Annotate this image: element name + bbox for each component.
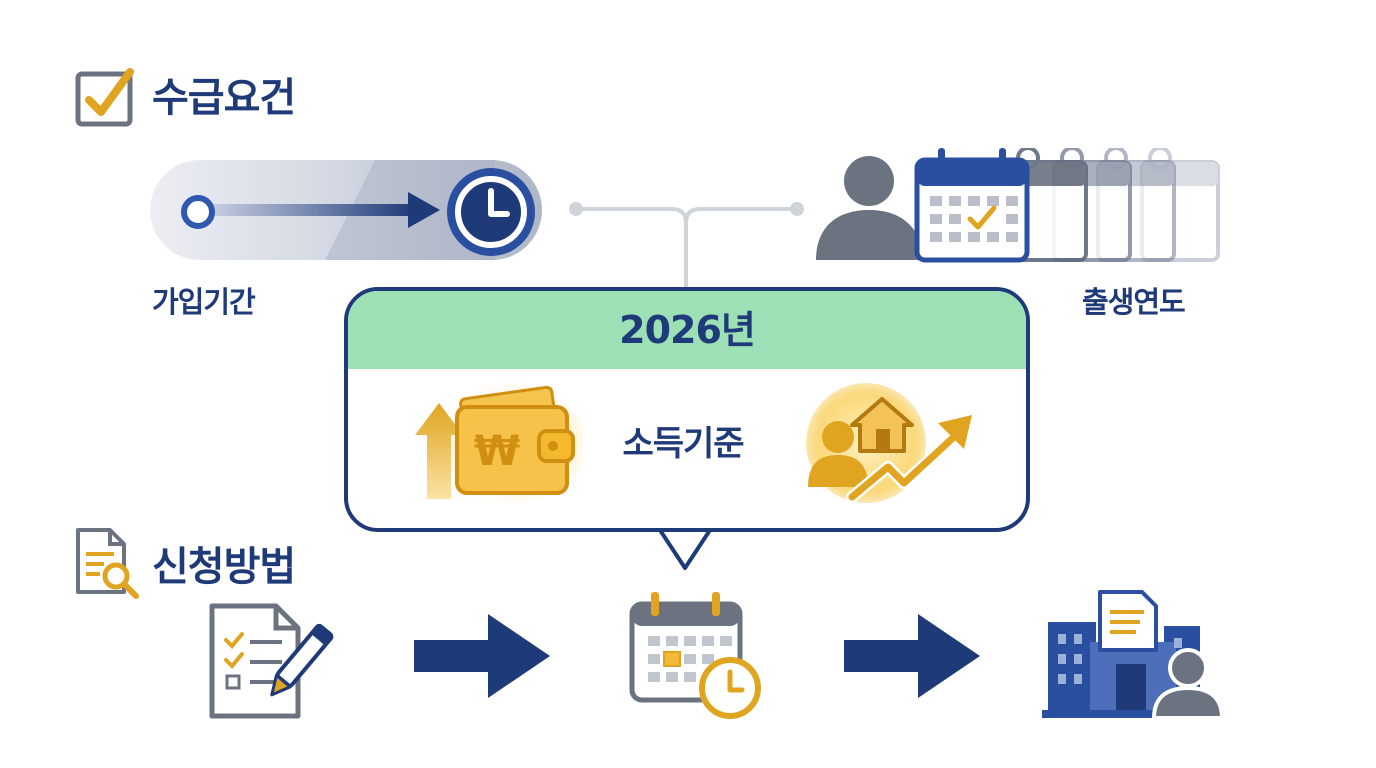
office-building-icon <box>1042 590 1225 720</box>
connector-lines <box>569 202 804 290</box>
birth-year-label: 출생연도 <box>1082 285 1186 319</box>
flow-arrow-2 <box>844 614 980 698</box>
checkbox-icon <box>75 68 134 127</box>
wallet-up-arrow-icon: ₩ <box>415 381 583 505</box>
house-growth-icon <box>806 383 972 503</box>
subscription-period-bar <box>150 160 542 260</box>
birth-year-illustration <box>816 148 1220 263</box>
card-header <box>348 291 1026 369</box>
start-point-icon <box>181 195 215 229</box>
calendar-icon <box>914 148 1030 263</box>
calendar-clock-icon <box>629 592 761 719</box>
document-search-icon <box>76 528 139 599</box>
requirements-heading: 수급요건 <box>152 75 296 121</box>
person-icon <box>816 156 922 260</box>
clock-icon <box>447 168 535 256</box>
subscription-period-label: 가입기간 <box>152 285 256 319</box>
income-criterion-label: 소득기준 <box>622 424 744 464</box>
document-edit-icon <box>209 603 334 719</box>
year-label: 2026년 <box>619 308 756 352</box>
won-sign: ₩ <box>474 426 520 475</box>
income-criterion-card: 2026년 소득기준 ₩ <box>344 287 1030 532</box>
flow-arrow-1 <box>414 614 550 698</box>
application-heading: 신청방법 <box>152 544 296 590</box>
